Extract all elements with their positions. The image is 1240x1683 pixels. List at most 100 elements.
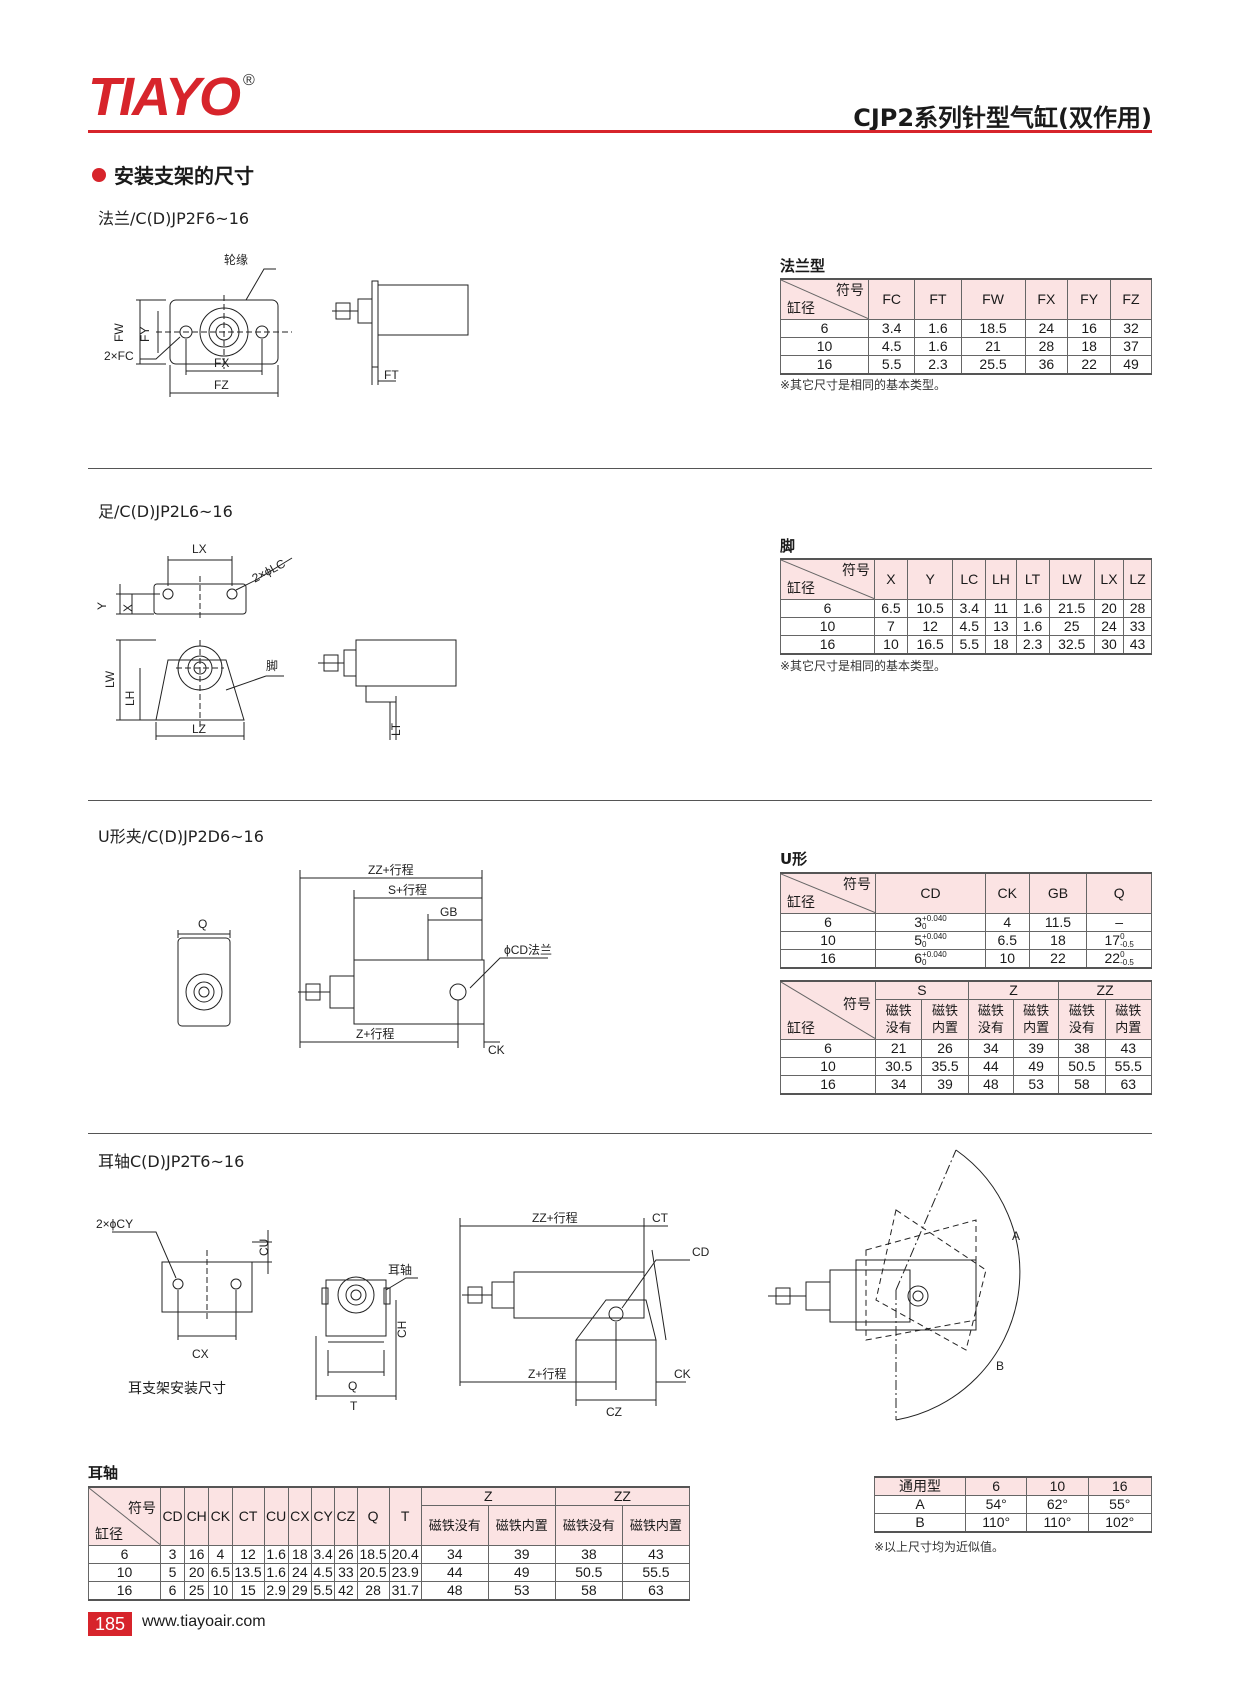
label-q: Q — [348, 1379, 357, 1393]
col-header: FW — [960, 278, 1026, 320]
label-ch: CH — [395, 1321, 409, 1338]
clevis-pin-hole — [449, 983, 467, 1001]
flange-plate-side — [371, 280, 379, 368]
flange-drawing: 轮缘 FW FY 2×FC FX FZ FT — [104, 253, 469, 397]
label-rim: 轮缘 — [224, 253, 248, 267]
label-fz: FZ — [214, 378, 229, 392]
label-2cy: 2×ϕCY — [96, 1217, 133, 1231]
clevis-end-view — [177, 937, 231, 1027]
group-header: ZZ — [1058, 980, 1152, 1001]
table-corner-cell: 符号 缸径 — [88, 1486, 161, 1546]
cylinder-side-body — [355, 639, 457, 687]
label-cz: CZ — [606, 1405, 622, 1419]
label-fy: FY — [138, 327, 152, 342]
table-corner-cell: 符号 缸径 — [780, 558, 875, 600]
registered-mark: ® — [243, 72, 255, 89]
group-header: Z — [967, 980, 1060, 1001]
label-trunnion: 耳轴 — [388, 1262, 412, 1277]
label-foot: 脚 — [266, 658, 278, 673]
trunnion-support-side — [575, 1299, 657, 1341]
bracket-caption: 耳支架安装尺寸 — [128, 1381, 226, 1397]
col-header: Y — [906, 558, 954, 600]
website-link[interactable]: www.tiayoair.com — [142, 1613, 266, 1630]
header-rule — [88, 130, 1152, 133]
col-header: LZ — [1123, 558, 1152, 600]
col-header: FZ — [1109, 278, 1153, 320]
label-z-stroke: Z+行程 — [528, 1366, 566, 1381]
label-z-stroke: Z+行程 — [356, 1026, 394, 1041]
clevis-table-title: U形 — [780, 850, 808, 868]
label-ft: FT — [384, 368, 399, 382]
page-number: 185 — [88, 1612, 132, 1636]
logo-text: TIAYO — [88, 67, 241, 127]
brand-logo: TIAYO® — [88, 66, 255, 128]
section-divider — [88, 468, 1152, 469]
section-heading: 安装支架的尺寸 — [92, 160, 254, 189]
foot-subheading: 足/C(D)JP2L6~16 — [98, 502, 233, 521]
group-header: S — [875, 980, 969, 1001]
col-header: CK — [985, 872, 1030, 914]
section-divider — [88, 1133, 1152, 1134]
label-2lc: 2×ϕLC — [250, 556, 288, 585]
label-fx: FX — [214, 356, 229, 370]
angle-arc-a — [955, 1149, 1021, 1297]
label-angle-a: A — [1012, 1229, 1020, 1243]
foot-table-title: 脚 — [780, 537, 796, 555]
table-corner-cell: 符号 缸径 — [780, 980, 876, 1040]
label-cx: CX — [192, 1347, 209, 1361]
label-cu: CU — [257, 1239, 271, 1256]
col-header: FC — [867, 278, 916, 320]
label-ck: CK — [674, 1367, 691, 1381]
col-header: GB — [1028, 872, 1088, 914]
label-ct: CT — [652, 1211, 669, 1225]
trunnion-front-frame — [325, 1279, 387, 1337]
label-cd: CD — [692, 1245, 710, 1259]
label-gb: GB — [440, 905, 457, 919]
group-header: ZZ — [554, 1486, 691, 1507]
trunnion-spec-table: 符号 缸径 CD CH CK CT CU CX CY CZ Q T Z ZZ 磁… — [88, 1486, 691, 1601]
col-header: LW — [1048, 558, 1095, 600]
cylinder-side-body — [353, 959, 485, 1025]
table-corner-cell: 符号 缸径 — [780, 278, 869, 320]
label-zz-stroke: ZZ+行程 — [368, 862, 414, 877]
col-header: LC — [952, 558, 987, 600]
table-corner-cell: 符号 缸径 — [780, 872, 876, 914]
label-y: Y — [95, 602, 109, 610]
trunnion-drawing: 2×ϕCY CU CX 耳轴 CH Q T ZZ+行程 CT CD Z+行程 C… — [96, 1149, 1021, 1421]
label-cd-flange: ϕCD法兰 — [504, 943, 552, 957]
col-header: FT — [914, 278, 962, 320]
label-x: X — [121, 604, 135, 612]
section-divider — [88, 800, 1152, 801]
bullet-dot-icon — [92, 167, 106, 182]
group-header: Z — [420, 1486, 556, 1507]
trunnion-table-title: 耳轴 — [88, 1464, 119, 1482]
col-header: LX — [1093, 558, 1125, 600]
cylinder-side-body — [377, 284, 469, 336]
cylinder-rotation-body — [829, 1269, 911, 1323]
col-header: LT — [1015, 558, 1050, 600]
label-2fc: 2×FC — [104, 349, 134, 363]
col-header: LH — [985, 558, 1017, 600]
flange-table-title: 法兰型 — [780, 257, 826, 275]
label-lh: LH — [123, 691, 137, 706]
label-zz-stroke: ZZ+行程 — [532, 1210, 578, 1225]
trunnion-subheading: 耳轴C(D)JP2T6~16 — [98, 1152, 245, 1171]
section-heading-text: 安装支架的尺寸 — [114, 164, 254, 188]
col-header: Q — [1086, 872, 1152, 914]
foot-note: ※其它尺寸是相同的基本类型。 — [780, 659, 947, 673]
label-lz: LZ — [192, 722, 206, 736]
